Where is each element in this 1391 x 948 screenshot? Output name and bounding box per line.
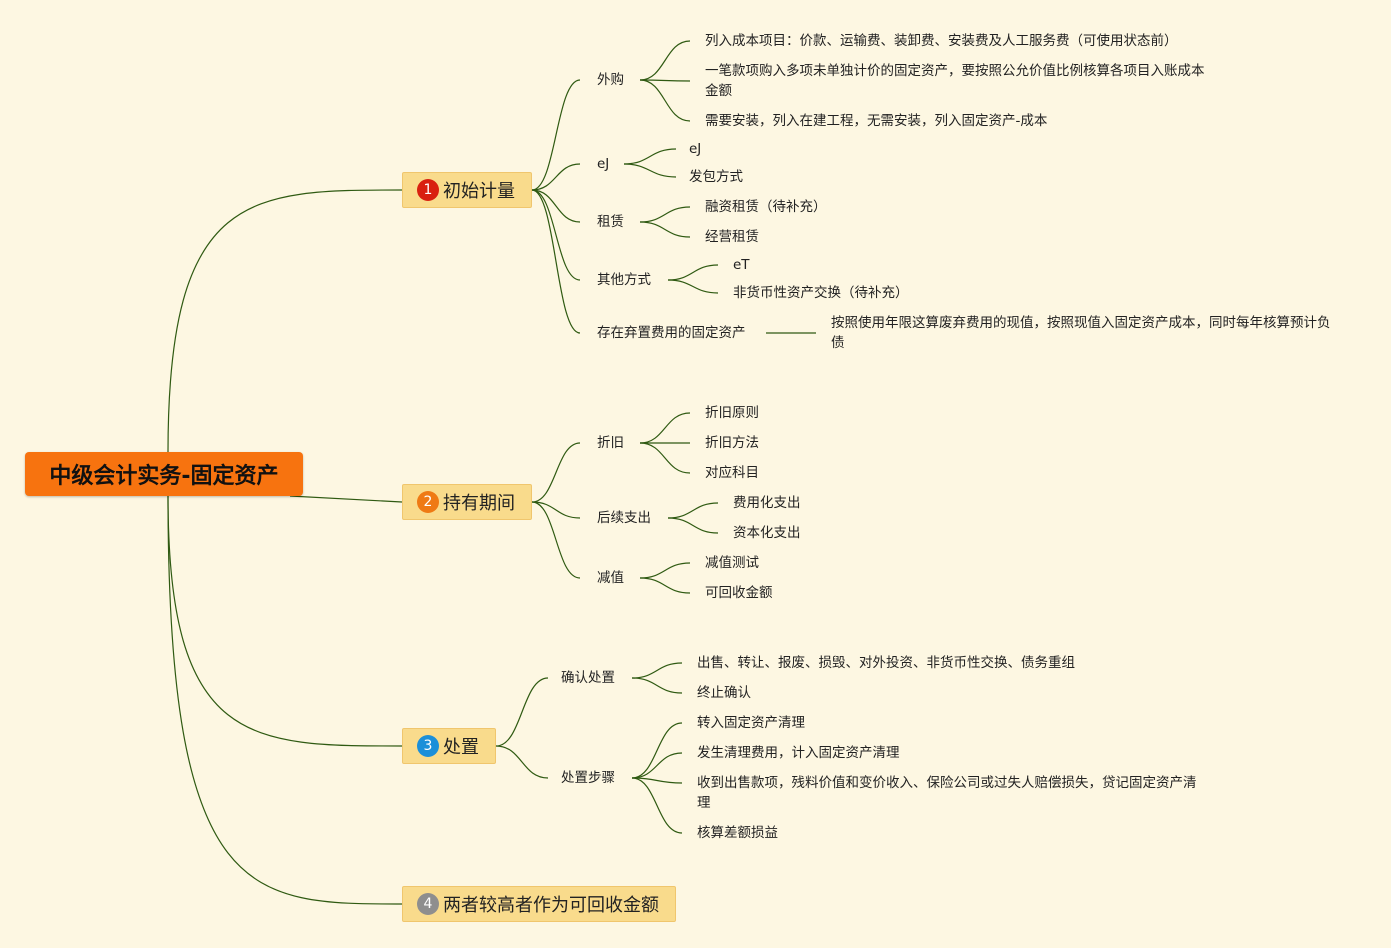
connector-line bbox=[531, 189, 581, 223]
root-topic[interactable]: 中级会计实务-固定资产 bbox=[25, 452, 303, 496]
subtopic-purchase[interactable]: 外购 bbox=[597, 72, 624, 88]
root-topic-label: 中级会计实务-固定资产 bbox=[49, 464, 279, 489]
leaf-topic[interactable]: 一笔款项购入多项未单独计价的固定资产，要按照公允价值比例核算各项目入账成本金额 bbox=[705, 63, 1205, 99]
subtopic-impairment[interactable]: 减值 bbox=[597, 570, 624, 586]
number-1-icon: 1 bbox=[417, 179, 439, 201]
connector-line bbox=[639, 412, 691, 444]
leaf-topic[interactable]: 终止确认 bbox=[697, 685, 751, 701]
connector-line bbox=[631, 677, 683, 694]
branch-label: 持有期间 bbox=[443, 493, 515, 514]
leaf-topic[interactable]: 资本化支出 bbox=[733, 525, 801, 541]
subtopic-depreciation[interactable]: 折旧 bbox=[597, 435, 624, 451]
branch-label: 两者较高者作为可回收金额 bbox=[443, 895, 659, 916]
connector-line bbox=[167, 189, 403, 453]
connector-line bbox=[639, 206, 691, 223]
connector-line bbox=[639, 79, 691, 122]
connector-line bbox=[531, 163, 581, 191]
connector-line bbox=[631, 777, 683, 784]
leaf-topic[interactable]: 核算差额损益 bbox=[697, 825, 778, 841]
leaf-topic[interactable]: 非货币性资产交换（待补充） bbox=[733, 285, 909, 301]
connector-line bbox=[531, 189, 581, 281]
leaf-topic[interactable]: 减值测试 bbox=[705, 555, 759, 571]
leaf-topic[interactable]: eT bbox=[733, 257, 750, 273]
connector-line bbox=[639, 442, 691, 474]
subtopic-disposal-steps[interactable]: 处置步骤 bbox=[561, 770, 615, 786]
connector-line bbox=[667, 264, 719, 281]
connector-line bbox=[289, 495, 403, 503]
connector-line bbox=[631, 752, 683, 779]
leaf-topic[interactable]: 可回收金额 bbox=[705, 585, 773, 601]
leaf-topic[interactable]: eJ bbox=[689, 141, 702, 157]
branch-label: 处置 bbox=[443, 737, 479, 758]
connector-line bbox=[531, 79, 581, 191]
connector-line bbox=[639, 40, 691, 81]
connector-line bbox=[167, 495, 403, 905]
connector-line bbox=[631, 662, 683, 679]
connector-line bbox=[639, 577, 691, 594]
leaf-topic[interactable]: 费用化支出 bbox=[733, 495, 801, 511]
branch-holding-period[interactable]: 2 持有期间 bbox=[402, 484, 532, 520]
connector-line bbox=[667, 279, 719, 294]
number-3-icon: 3 bbox=[417, 735, 439, 757]
leaf-topic[interactable]: 折旧方法 bbox=[705, 435, 759, 451]
leaf-topic[interactable]: 发生清理费用，计入固定资产清理 bbox=[697, 745, 900, 761]
connector-line bbox=[531, 442, 581, 503]
leaf-topic[interactable]: 融资租赁（待补充） bbox=[705, 199, 827, 215]
branch-label: 初始计量 bbox=[443, 181, 515, 202]
subtopic-other-methods[interactable]: 其他方式 bbox=[597, 272, 651, 288]
connector-line bbox=[667, 502, 719, 519]
subtopic-confirm-disposal[interactable]: 确认处置 bbox=[561, 670, 615, 686]
number-2-icon: 2 bbox=[417, 491, 439, 513]
subtopic-lease[interactable]: 租赁 bbox=[597, 214, 624, 230]
leaf-topic[interactable]: 经营租赁 bbox=[705, 229, 759, 245]
leaf-topic[interactable]: 转入固定资产清理 bbox=[697, 715, 805, 731]
connector-line bbox=[631, 777, 683, 834]
connector-line bbox=[623, 163, 677, 178]
number-4-icon: 4 bbox=[417, 893, 439, 915]
connector-line bbox=[639, 221, 691, 238]
connector-line bbox=[531, 501, 581, 579]
leaf-topic[interactable]: 需要安装，列入在建工程，无需安装，列入固定资产-成本 bbox=[705, 113, 1048, 129]
connector-line bbox=[167, 495, 403, 747]
subtopic-subsequent-expenditure[interactable]: 后续支出 bbox=[597, 510, 651, 526]
connector-line bbox=[495, 745, 549, 779]
leaf-topic[interactable]: 列入成本项目：价款、运输费、装卸费、安装费及人工服务费（可使用状态前） bbox=[705, 33, 1178, 49]
connector-line bbox=[531, 501, 581, 519]
branch-recoverable-amount[interactable]: 4 两者较高者作为可回收金额 bbox=[402, 886, 676, 922]
branch-disposal[interactable]: 3 处置 bbox=[402, 728, 496, 764]
leaf-topic[interactable]: 折旧原则 bbox=[705, 405, 759, 421]
branch-initial-measurement[interactable]: 1 初始计量 bbox=[402, 172, 532, 208]
leaf-topic[interactable]: 对应科目 bbox=[705, 465, 759, 481]
connector-line bbox=[495, 677, 549, 747]
subtopic-ej[interactable]: eJ bbox=[597, 156, 610, 172]
connector-line bbox=[631, 722, 683, 779]
connector-line bbox=[639, 79, 691, 82]
subtopic-disposal-cost-asset[interactable]: 存在弃置费用的固定资产 bbox=[597, 325, 746, 341]
connector-line bbox=[639, 562, 691, 579]
connector-line bbox=[667, 517, 719, 534]
leaf-topic[interactable]: 发包方式 bbox=[689, 169, 743, 185]
leaf-topic[interactable]: 出售、转让、报废、损毁、对外投资、非货币性交换、债务重组 bbox=[697, 655, 1075, 671]
connector-line bbox=[531, 189, 581, 334]
connector-line bbox=[623, 148, 677, 165]
leaf-topic[interactable]: 按照使用年限这算废弃费用的现值，按照现值入固定资产成本，同时每年核算预计负债 bbox=[831, 315, 1331, 351]
leaf-topic[interactable]: 收到出售款项，残料价值和变价收入、保险公司或过失人赔偿损失，贷记固定资产清理 bbox=[697, 775, 1197, 811]
